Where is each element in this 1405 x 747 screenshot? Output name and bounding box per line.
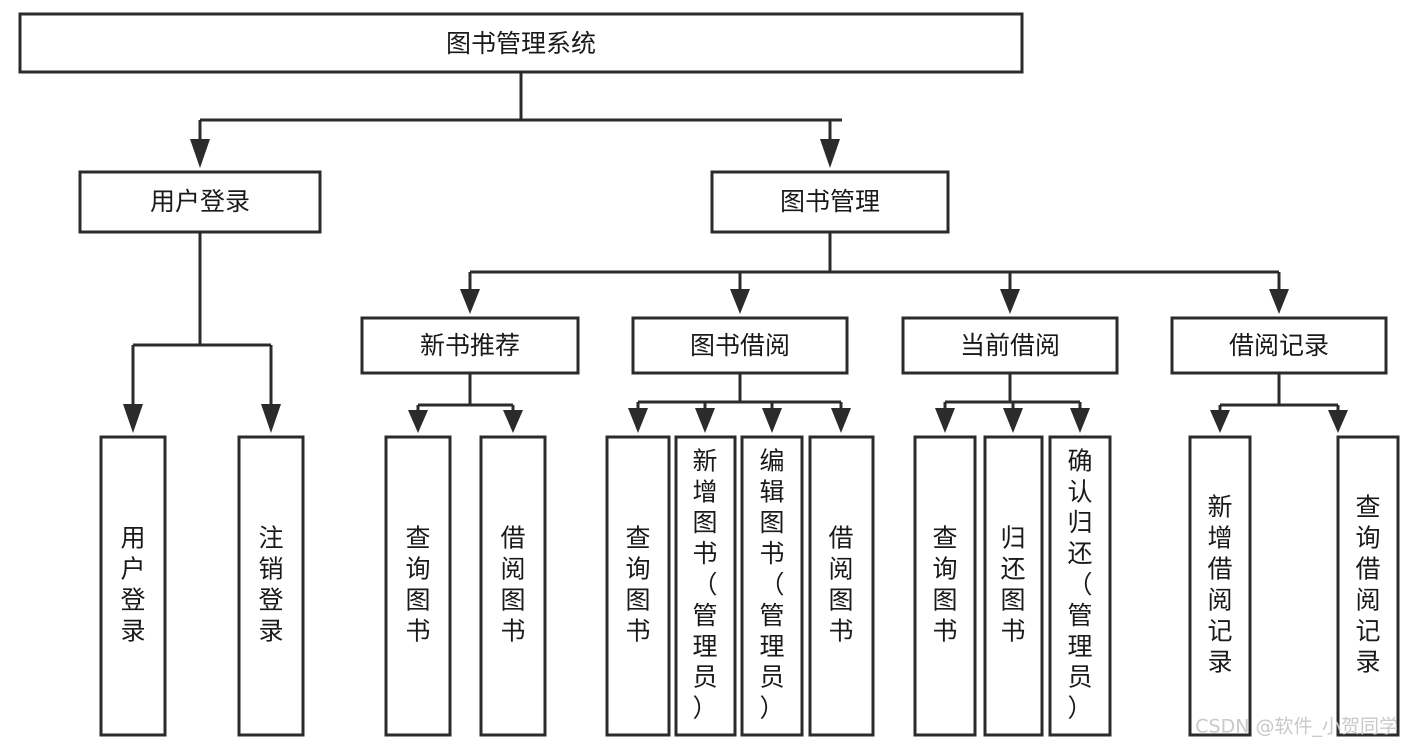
connector-layer (123, 72, 1348, 433)
node-leaf-return-book-box[interactable] (983, 435, 1044, 737)
node-leaf-user-logout-label: 注销登录 (258, 524, 283, 646)
node-leaf-edit-book[interactable]: 编辑图书（管理员） (740, 435, 804, 737)
node-new-book-recommend-box[interactable] (360, 316, 580, 375)
node-leaf-borrow-book-2[interactable]: 借阅图书 (808, 435, 875, 737)
node-leaf-add-record[interactable]: 新增借阅记录 (1188, 435, 1252, 737)
arrowhead-borrow-record (1269, 289, 1289, 314)
node-leaf-add-book-box[interactable] (674, 435, 737, 737)
csdn-watermark: CSDN @软件_小贺同学 (1195, 716, 1398, 738)
arrowhead-leaf-return-book (1003, 408, 1023, 433)
node-root[interactable]: 图书管理系统 (18, 12, 1024, 74)
node-book-borrow[interactable]: 图书借阅 (631, 316, 849, 375)
node-leaf-query-book-2-box[interactable] (605, 435, 671, 737)
arrowhead-leaf-add-book (695, 408, 715, 433)
node-borrow-record[interactable]: 借阅记录 (1170, 316, 1388, 375)
node-leaf-user-logout[interactable]: 注销登录 (237, 435, 305, 737)
arrowhead-leaf-borrow-book-2 (831, 408, 851, 433)
arrowhead-user-login (190, 139, 210, 168)
arrowhead-leaf-user-login (123, 404, 143, 433)
node-leaf-confirm-return[interactable]: 确认归还（管理员） (1048, 435, 1112, 737)
node-leaf-borrow-book-1-label: 借阅图书 (500, 524, 525, 646)
arrowhead-leaf-query-book-3 (935, 408, 955, 433)
node-leaf-borrow-book-1-box[interactable] (479, 435, 547, 737)
node-leaf-add-record-box[interactable] (1188, 435, 1252, 737)
node-leaf-confirm-return-box[interactable] (1048, 435, 1112, 737)
node-leaf-borrow-book-2-box[interactable] (808, 435, 875, 737)
node-leaf-confirm-return-label: 确认归还（管理员） (1067, 446, 1092, 722)
arrowhead-current-borrow (1000, 289, 1020, 314)
node-leaf-user-login-label: 用户登录 (120, 524, 145, 646)
arrowhead-leaf-add-record (1210, 410, 1230, 433)
node-leaf-user-login[interactable]: 用户登录 (99, 435, 167, 737)
node-leaf-add-book-label: 新增图书（管理员） (692, 446, 717, 722)
node-leaf-add-book[interactable]: 新增图书（管理员） (674, 435, 737, 737)
node-leaf-query-book-2-label: 查询图书 (625, 524, 650, 646)
node-leaf-return-book-label: 归还图书 (1000, 524, 1025, 646)
node-leaf-query-record-box[interactable] (1336, 435, 1400, 737)
node-book-borrow-box[interactable] (631, 316, 849, 375)
node-leaf-borrow-book-2-label: 借阅图书 (828, 524, 853, 646)
node-new-book-recommend[interactable]: 新书推荐 (360, 316, 580, 375)
node-leaf-query-record-label: 查询借阅记录 (1355, 493, 1380, 677)
node-book-borrow-label: 图书借阅 (690, 331, 790, 360)
node-current-borrow-box[interactable] (901, 316, 1119, 375)
node-borrow-record-box[interactable] (1170, 316, 1388, 375)
node-leaf-query-book-3[interactable]: 查询图书 (913, 435, 977, 737)
node-root-label: 图书管理系统 (446, 29, 596, 58)
node-user-login-label: 用户登录 (150, 187, 250, 216)
arrowhead-new-book-recommend (460, 289, 480, 314)
node-leaf-user-login-box[interactable] (99, 435, 167, 737)
node-current-borrow-label: 当前借阅 (960, 331, 1060, 360)
node-leaf-query-record[interactable]: 查询借阅记录 (1336, 435, 1400, 737)
node-leaf-query-book-3-label: 查询图书 (932, 524, 957, 646)
node-leaf-return-book[interactable]: 归还图书 (983, 435, 1044, 737)
node-leaf-user-logout-box[interactable] (237, 435, 305, 737)
node-current-borrow[interactable]: 当前借阅 (901, 316, 1119, 375)
arrowhead-book-management (820, 139, 840, 168)
node-leaf-add-record-label: 新增借阅记录 (1207, 493, 1232, 677)
arrowhead-book-borrow (730, 289, 750, 314)
node-borrow-record-label: 借阅记录 (1229, 331, 1329, 360)
node-book-management-label: 图书管理 (780, 187, 880, 216)
arrowhead-leaf-query-book-1 (408, 410, 428, 433)
node-user-login[interactable]: 用户登录 (78, 170, 322, 234)
node-leaf-query-book-3-box[interactable] (913, 435, 977, 737)
arrowhead-leaf-query-record (1328, 410, 1348, 433)
node-user-login-box[interactable] (78, 170, 322, 234)
arrowhead-leaf-edit-book (762, 408, 782, 433)
leaf-node-layer: 用户登录 注销登录 查询图书 借阅图书 查询图书 新增图书（管理员） (99, 435, 1400, 737)
arrowhead-leaf-user-logout (261, 404, 281, 433)
node-leaf-query-book-2[interactable]: 查询图书 (605, 435, 671, 737)
node-book-management[interactable]: 图书管理 (710, 170, 950, 234)
node-leaf-query-book-1-box[interactable] (384, 435, 452, 737)
node-leaf-query-book-1-label: 查询图书 (405, 524, 430, 646)
arrowhead-leaf-confirm-return (1070, 408, 1090, 433)
node-leaf-query-book-1[interactable]: 查询图书 (384, 435, 452, 737)
node-leaf-edit-book-label: 编辑图书（管理员） (759, 446, 784, 722)
node-leaf-borrow-book-1[interactable]: 借阅图书 (479, 435, 547, 737)
node-new-book-recommend-label: 新书推荐 (420, 331, 520, 360)
node-leaf-edit-book-box[interactable] (740, 435, 804, 737)
arrowhead-leaf-borrow-book-1 (503, 410, 523, 433)
arrowhead-leaf-query-book-2 (628, 408, 648, 433)
node-root-box[interactable] (18, 12, 1024, 74)
node-book-management-box[interactable] (710, 170, 950, 234)
